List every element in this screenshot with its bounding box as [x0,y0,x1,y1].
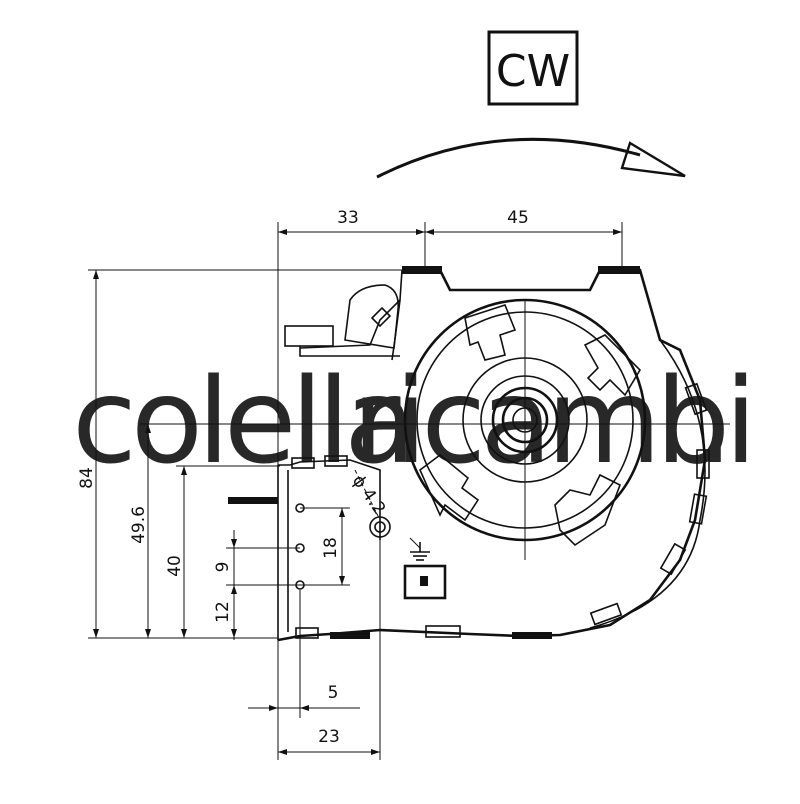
dim-84: 84 [77,467,97,489]
motor-housing [277,266,707,642]
dim-5: 5 [328,683,339,703]
inner-dimension-18: 18 [300,507,350,586]
rotation-arrowhead [620,141,686,178]
dim-40: 40 [165,555,185,577]
motor-face [403,298,647,542]
dim-23: 23 [318,727,340,747]
ground-symbol [409,537,430,561]
bottom-dimensions: 5 23 [248,540,381,760]
watermark: colella ricambi . [72,352,757,490]
terminal-block [228,455,391,640]
dim-18: 18 [321,537,341,559]
left-dimensions: 84 49.6 40 9 12 [77,269,412,640]
dim-49-6: 49.6 [129,506,149,544]
dim-9: 9 [213,562,233,573]
rotation-arrow-arc [376,137,641,179]
watermark-part3: . [696,352,728,490]
motor-slots [419,304,642,547]
mounting-ear [284,284,400,357]
spade-terminal [403,564,447,600]
center-lines [300,300,730,560]
cw-label: CW [496,46,570,97]
cable-sleeves [295,339,710,639]
dim-45: 45 [507,208,529,228]
dim-33: 33 [337,208,359,228]
watermark-part2: ricambi [352,352,751,490]
dim-12: 12 [213,601,233,623]
watermark-part1: colella [72,352,410,490]
cw-label-box [487,30,579,106]
